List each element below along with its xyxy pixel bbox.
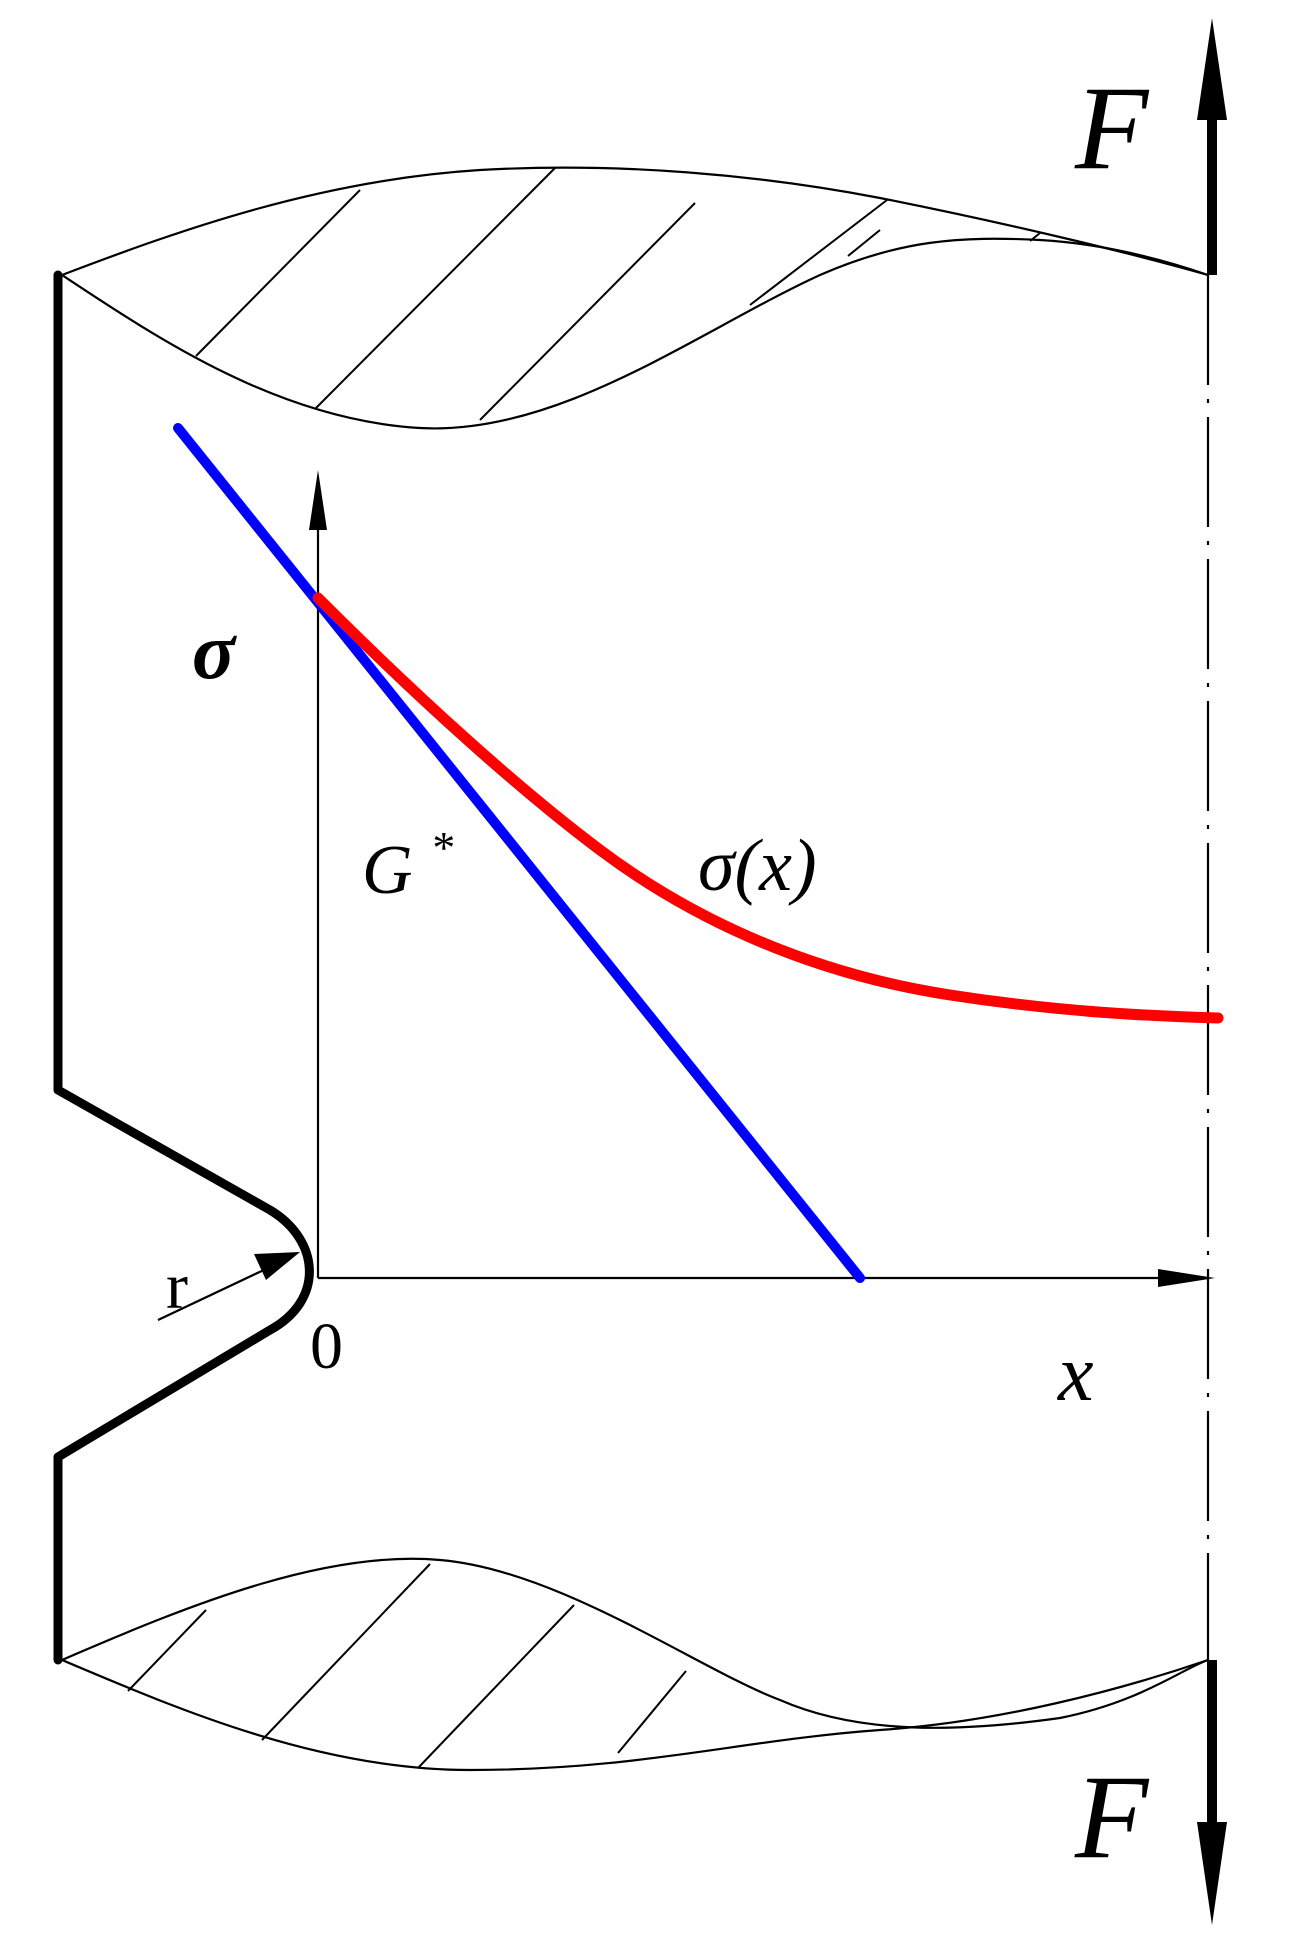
axes — [309, 470, 1215, 1287]
sigma-axis-arrowhead — [309, 470, 327, 530]
force-arrow-top — [1197, 18, 1227, 275]
radius-arrowhead — [254, 1252, 300, 1280]
upper-section — [60, 166, 1210, 430]
lower-outer-profile — [60, 1658, 1210, 1772]
gradient-line — [173, 423, 865, 1283]
stress-curve — [312, 592, 1224, 1024]
gradient-label: G * — [362, 822, 453, 909]
force-top-label: F — [1074, 61, 1150, 194]
stress-curve-label: σ(x) — [698, 825, 817, 907]
gradient-label-sup: * — [430, 822, 453, 873]
force-top-arrowhead — [1197, 18, 1227, 120]
x-axis-label: x — [1057, 1330, 1094, 1418]
lower-hatching — [127, 1563, 687, 1769]
origin-label: 0 — [310, 1310, 343, 1383]
lower-inner-profile — [60, 1557, 1210, 1729]
notched-edge-outline — [53, 270, 314, 1665]
force-bottom-label: F — [1074, 1750, 1150, 1883]
upper-hatching — [195, 167, 1041, 421]
gradient-label-main: G — [362, 832, 413, 909]
force-bottom-arrowhead — [1197, 1822, 1227, 1925]
radius-label: r — [166, 1250, 188, 1323]
radius-leader-line — [157, 1267, 269, 1321]
upper-inner-profile — [60, 237, 1210, 430]
x-axis-arrowhead — [1158, 1269, 1215, 1287]
force-arrow-bottom — [1197, 1660, 1227, 1925]
upper-outer-profile — [60, 166, 1210, 277]
radius-indicator — [157, 1252, 300, 1321]
sigma-axis-label: σ — [192, 608, 237, 696]
lower-section — [60, 1557, 1210, 1772]
